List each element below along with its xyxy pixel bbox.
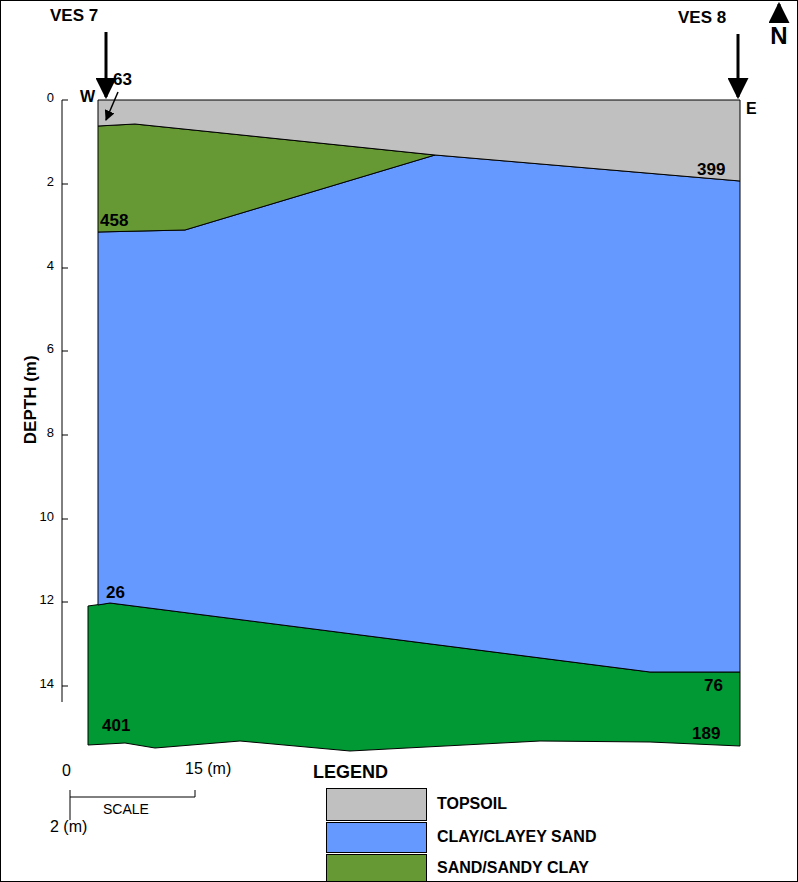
resistivity-value: 26	[106, 583, 125, 603]
axis-title: DEPTH (m)	[20, 356, 40, 445]
label: 12	[40, 593, 54, 608]
label: 6	[47, 342, 54, 357]
resistivity-value: 401	[102, 716, 130, 736]
resistivity-value: W	[80, 88, 95, 106]
legend-text: CLAY/CLAYEY SAND	[437, 828, 596, 846]
legend-text: SAND/SANDY CLAY	[437, 859, 589, 877]
depth-axis	[62, 100, 68, 702]
label: 2	[47, 175, 54, 190]
leader-line	[106, 92, 118, 120]
ves-arrow	[105, 32, 108, 97]
ves-arrow	[737, 34, 740, 97]
label: LEGEND	[313, 762, 388, 783]
label: 2 (m)	[50, 818, 87, 836]
legend-text: TOPSOIL	[437, 795, 507, 813]
label: 4	[47, 259, 54, 274]
legend-swatch	[326, 822, 427, 853]
topsoil-layer	[98, 100, 740, 181]
label: 0	[62, 762, 71, 780]
legend-swatch	[326, 854, 427, 882]
scale-bar	[70, 790, 195, 820]
label: 8	[47, 426, 54, 441]
clay-layer	[98, 155, 740, 672]
label: SCALE	[103, 801, 149, 817]
resistivity-value: N	[770, 22, 787, 50]
legend-swatch	[326, 788, 427, 821]
resistivity-value: 189	[692, 724, 720, 744]
north-arrow	[778, 4, 781, 20]
resistivity-value: VES 8	[678, 8, 726, 28]
label: 14	[40, 677, 54, 692]
resistivity-value: VES 7	[50, 6, 98, 26]
resistivity-value: 63	[113, 70, 132, 90]
resistivity-value: 458	[100, 211, 128, 231]
label: 15 (m)	[185, 760, 231, 778]
label: 0	[47, 91, 54, 106]
resistivity-value: E	[746, 100, 757, 118]
resistivity-value: 399	[697, 160, 725, 180]
label: 10	[40, 510, 54, 525]
resistivity-value: 76	[704, 676, 723, 696]
